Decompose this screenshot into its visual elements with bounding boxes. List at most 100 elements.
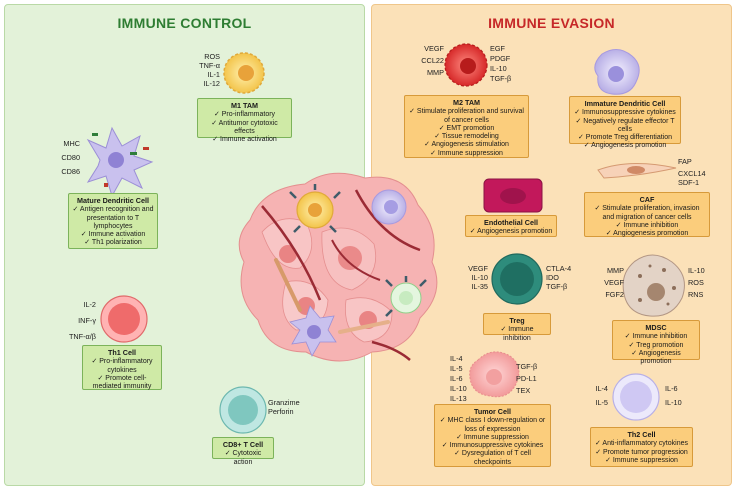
marker-label: TGF-β <box>546 282 568 291</box>
mdsc-item: ✓ Treg promotion <box>628 341 684 349</box>
th2-cell-item: ✓ Immune suppression <box>605 456 678 464</box>
immature-dendritic-cell-item: ✓ Promote Treg differentiation <box>577 134 673 142</box>
th2-cell-item: ✓ Promote tumor progression <box>595 448 688 456</box>
mdsc-markers-right: IL-10 ROS RNS <box>688 266 718 299</box>
marker-label: FAP <box>678 157 692 166</box>
m1-tam-box: M1 TAM ✓ Pro-inflammatory ✓ Antitumor cy… <box>197 98 292 143</box>
th2-markers-right: IL-6 IL-10 <box>665 384 691 407</box>
marker-label: ROS <box>204 52 220 61</box>
th1-cell-item: ✓ Pro-inflammatory cytokines <box>91 358 153 374</box>
th2-cell-box: Th2 Cell ✓ Anti-inflammatory cytokines ✓… <box>590 427 693 467</box>
marker-label: IL-10 <box>490 64 507 73</box>
m2-tam-item: ✓ EMT promotion <box>438 124 495 132</box>
marker-label: TGF-β <box>490 74 512 83</box>
marker-label: IDO <box>546 273 559 282</box>
tumor-cell-item: ✓ MHC class I down-regulation or loss of… <box>439 417 546 433</box>
m2-tam-markers-left: VEGF CCL22 MMP <box>412 44 444 77</box>
mdsc-title: MDSC <box>645 323 667 332</box>
marker-label: MHC <box>63 139 80 148</box>
m1-tam-markers: ROS TNF-α IL-1 IL-12 <box>190 52 220 88</box>
marker-label: CD80 <box>61 153 80 162</box>
endothelial-cell-title: Endothelial Cell <box>484 218 538 227</box>
marker-label: IL-4 <box>595 384 608 393</box>
treg-box: Treg ✓ Immune inhibition <box>483 313 551 342</box>
endothelial-cell-item: ✓ Angiogenesis promotion <box>469 228 553 236</box>
marker-label: IL-10 <box>665 398 682 407</box>
immature-dendritic-cell-item: ✓ Negatively regulate effector T cells <box>575 117 675 133</box>
caf-item: ✓ Stimulate proliferation, invasion and … <box>594 205 700 221</box>
m1-tam-title: M1 TAM <box>230 101 258 110</box>
marker-label: IL-2 <box>83 300 96 309</box>
immature-dendritic-cell-item: ✓ Immunosuppressive cytokines <box>574 109 676 117</box>
th2-markers-left: IL-4 IL-5 <box>586 384 608 407</box>
marker-label: IL-5 <box>450 364 463 373</box>
marker-label: TGF-β <box>516 362 538 371</box>
marker-label: TNF-α/β <box>68 332 96 341</box>
marker-label: SDF-1 <box>678 178 700 187</box>
endothelial-cell-box: Endothelial Cell ✓ Angiogenesis promotio… <box>465 215 557 237</box>
marker-label: CTLA-4 <box>546 264 572 273</box>
marker-label: IL-4 <box>450 354 463 363</box>
m2-tam-item: ✓ Tissue remodeling <box>434 133 499 141</box>
mdsc-cell-icon <box>622 254 685 317</box>
mature-dendritic-cell-title: Mature Dendritic Cell <box>77 196 149 205</box>
mature-dendritic-cell-box: Mature Dendritic Cell ✓ Antigen recognit… <box>68 193 158 249</box>
mature-dendritic-cell-item: ✓ Th1 polarization <box>84 239 142 247</box>
m2-tam-item: ✓ Immune suppression <box>430 149 503 157</box>
treg-title: Treg <box>509 316 525 325</box>
treg-cell-icon <box>491 253 543 305</box>
marker-label: IL-6 <box>665 384 678 393</box>
tumor-cell-item: ✓ Immune suppression <box>456 433 529 441</box>
marker-label: VEGF <box>468 264 488 273</box>
tumor-markers-right: TGF-β PD-L1 TEX <box>516 362 546 395</box>
marker-label: TEX <box>516 386 531 395</box>
marker-label: CD86 <box>61 167 80 176</box>
marker-label: IL-1 <box>207 70 220 79</box>
marker-label: MMP <box>606 266 624 275</box>
mdsc-box: MDSC ✓ Immune inhibition ✓ Treg promotio… <box>612 320 700 365</box>
marker-label: IL-10 <box>688 266 705 275</box>
marker-label: Perforin <box>268 407 294 416</box>
cd8-t-cell-box: CD8+ T Cell ✓ Cytotoxic action <box>212 437 274 466</box>
marker-label: IL-35 <box>471 282 488 291</box>
m2-tam-cell-icon <box>444 43 488 87</box>
treg-markers-left: VEGF IL-10 IL-35 <box>458 264 488 291</box>
th1-cell-title: Th1 Cell <box>108 348 136 357</box>
th2-cell-title: Th2 Cell <box>627 430 656 439</box>
marker-label: PD-L1 <box>516 374 537 383</box>
marker-label: VEGF <box>424 44 444 53</box>
m1-tam-item: ✓ Immune activation <box>212 136 277 144</box>
m2-tam-item: ✓ Angiogenesis stimulation <box>424 141 509 149</box>
immature-dendritic-cell-icon <box>594 49 640 95</box>
th2-cell-icon <box>612 373 660 421</box>
immature-dendritic-cell-item: ✓ Angiogenesis promotion <box>583 142 667 150</box>
immune-control-title: IMMUNE CONTROL <box>117 15 252 31</box>
m1-tam-item: ✓ Antitumor cytotoxic effects <box>211 119 278 135</box>
marker-label: PDGF <box>490 54 511 63</box>
tumor-microenvironment-cluster-icon <box>238 172 438 362</box>
marker-label: IL-10 <box>471 273 488 282</box>
marker-label: RNS <box>688 290 704 299</box>
marker-label: CCL22 <box>421 56 444 65</box>
th1-cell-box: Th1 Cell ✓ Pro-inflammatory cytokines ✓ … <box>82 345 162 390</box>
mdsc-item: ✓ Immune inhibition <box>624 333 688 341</box>
mature-dc-markers: MHC CD80 CD86 <box>52 139 80 176</box>
mature-dendritic-cell-icon <box>86 126 154 198</box>
mdsc-markers-left: MMP VEGF FGF2 <box>594 266 624 299</box>
marker-label: IL-5 <box>595 398 608 407</box>
marker-label: TNF-α <box>199 61 220 70</box>
marker-label: IL-13 <box>450 394 467 403</box>
tumor-markers-left: IL-4 IL-5 IL-6 IL-10 IL-13 <box>450 354 474 403</box>
mature-dendritic-cell-item: ✓ Antigen recognition and presentation t… <box>72 206 154 230</box>
marker-label: FGF2 <box>605 290 624 299</box>
caf-box: CAF ✓ Stimulate proliferation, invasion … <box>584 192 710 237</box>
marker-label: MMP <box>426 68 444 77</box>
cd8-t-cell-title: CD8+ T Cell <box>222 440 264 449</box>
immune-evasion-title: IMMUNE EVASION <box>488 15 615 31</box>
marker-label: IL-6 <box>450 374 463 383</box>
immature-dendritic-cell-box: Immature Dendritic Cell ✓ Immunosuppress… <box>569 96 681 149</box>
tumor-cell-icon <box>469 351 520 398</box>
marker-label: EGF <box>490 44 505 53</box>
m1-tam-item: ✓ Pro-inflammatory <box>213 111 276 119</box>
